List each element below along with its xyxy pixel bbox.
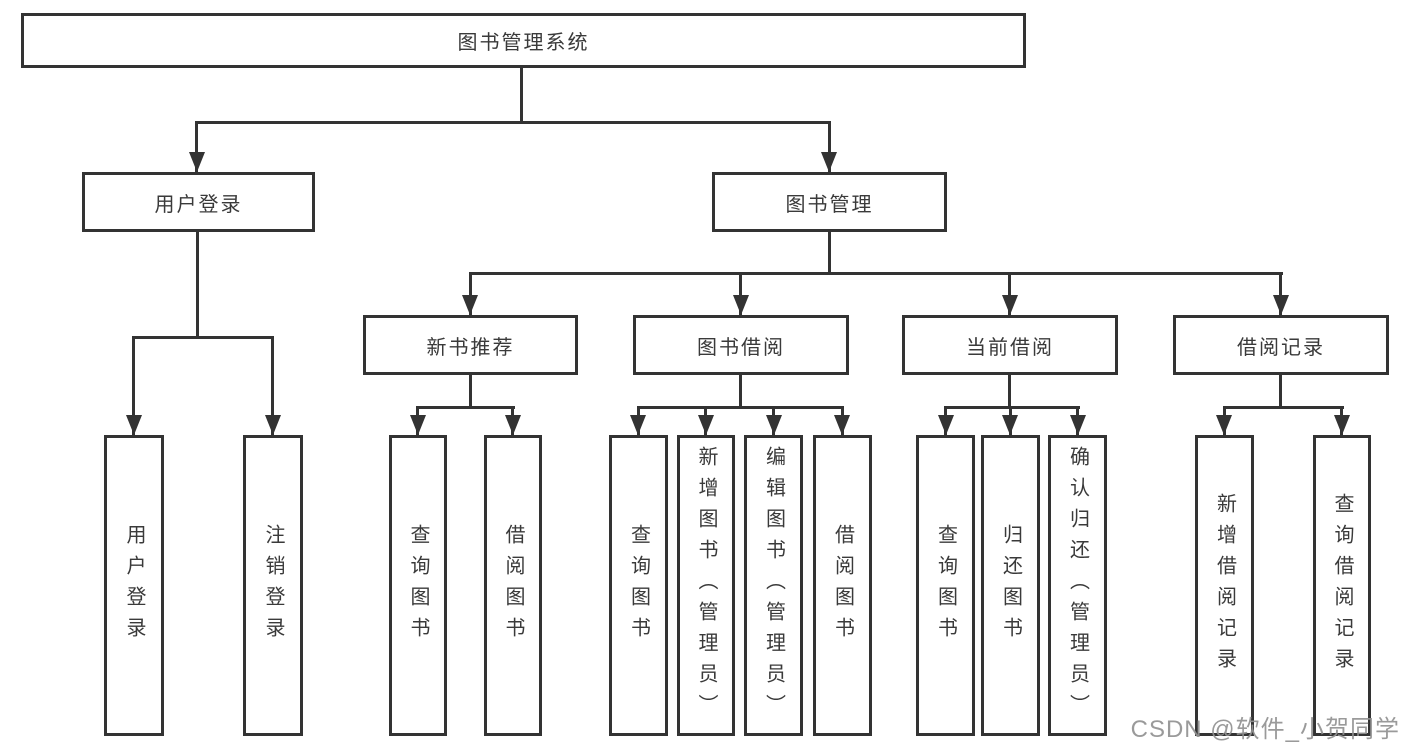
connector-line — [1223, 406, 1344, 409]
node-book-mgmt-label: 图书管理 — [785, 193, 874, 216]
arrow-down-icon — [821, 152, 837, 172]
node-borrow-edit-leaf-label: 编辑图书（管理员） — [762, 446, 785, 725]
connector-line — [132, 336, 135, 435]
node-book-mgmt: 图书管理 — [712, 172, 947, 232]
arrow-down-icon — [938, 415, 954, 435]
node-module-current-borrow: 当前借阅 — [902, 315, 1118, 375]
arrow-down-icon — [410, 415, 426, 435]
connector-line — [1008, 375, 1011, 409]
node-current-confirm-leaf-label: 确认归还（管理员） — [1066, 446, 1089, 725]
node-record-add-leaf-label: 新增借阅记录 — [1213, 492, 1236, 679]
connector-line — [520, 68, 523, 121]
node-record-add-leaf: 新增借阅记录 — [1195, 435, 1254, 736]
node-newbook-borrow-leaf-label: 借阅图书 — [502, 523, 524, 648]
node-module-book-borrow: 图书借阅 — [633, 315, 849, 375]
connector-line — [195, 121, 831, 124]
node-borrow-add-leaf: 新增图书（管理员） — [677, 435, 735, 736]
node-user-login-label: 用户登录 — [154, 193, 243, 216]
node-current-return-leaf: 归还图书 — [981, 435, 1040, 736]
arrow-down-icon — [1273, 295, 1289, 315]
node-module-book-borrow-label: 图书借阅 — [697, 336, 785, 359]
node-newbook-query-leaf-label: 查询图书 — [407, 523, 429, 648]
node-current-query-leaf: 查询图书 — [916, 435, 975, 736]
node-record-query-leaf-label: 查询借阅记录 — [1331, 492, 1353, 679]
connector-line — [828, 232, 831, 272]
arrow-down-icon — [189, 152, 205, 172]
connector-line — [828, 121, 831, 172]
connector-line — [132, 336, 274, 339]
node-borrow-edit-leaf: 编辑图书（管理员） — [744, 435, 803, 736]
node-current-confirm-leaf: 确认归还（管理员） — [1048, 435, 1107, 736]
node-module-new-book: 新书推荐 — [363, 315, 578, 375]
arrow-down-icon — [1070, 415, 1086, 435]
arrow-down-icon — [630, 415, 646, 435]
arrow-down-icon — [1334, 415, 1350, 435]
node-user-login-leaf: 用户登录 — [104, 435, 164, 736]
node-borrow-add-leaf-label: 新增图书（管理员） — [695, 446, 717, 725]
arrow-down-icon — [265, 415, 281, 435]
node-root: 图书管理系统 — [21, 13, 1026, 68]
connector-line — [944, 406, 1080, 409]
connector-line — [416, 406, 515, 409]
arrow-down-icon — [834, 415, 850, 435]
connector-line — [1279, 375, 1282, 409]
node-current-return-leaf-label: 归还图书 — [999, 523, 1022, 648]
node-logout-leaf-label: 注销登录 — [262, 523, 284, 648]
node-borrow-borrow-leaf-label: 借阅图书 — [831, 523, 854, 648]
csdn-watermark: CSDN @软件_小贺同学 — [1130, 716, 1400, 743]
arrow-down-icon — [733, 295, 749, 315]
node-module-current-borrow-label: 当前借阅 — [966, 336, 1054, 359]
connector-line — [469, 272, 1283, 275]
node-user-login: 用户登录 — [82, 172, 315, 232]
connector-line — [739, 272, 742, 315]
connector-line — [739, 375, 742, 409]
connector-line — [271, 336, 274, 435]
arrow-down-icon — [766, 415, 782, 435]
node-borrow-borrow-leaf: 借阅图书 — [813, 435, 872, 736]
connector-line — [469, 272, 472, 315]
arrow-down-icon — [505, 415, 521, 435]
connector-line — [195, 121, 198, 172]
arrow-down-icon — [462, 295, 478, 315]
arrow-down-icon — [1216, 415, 1232, 435]
node-module-borrow-record: 借阅记录 — [1173, 315, 1389, 375]
node-borrow-query-leaf-label: 查询图书 — [627, 523, 650, 648]
node-logout-leaf: 注销登录 — [243, 435, 303, 736]
connector-line — [1008, 272, 1011, 315]
node-record-query-leaf: 查询借阅记录 — [1313, 435, 1371, 736]
node-module-borrow-record-label: 借阅记录 — [1237, 336, 1325, 359]
connector-line — [469, 375, 472, 409]
arrow-down-icon — [1002, 295, 1018, 315]
node-borrow-query-leaf: 查询图书 — [609, 435, 668, 736]
arrow-down-icon — [1002, 415, 1018, 435]
node-root-label: 图书管理系统 — [457, 32, 590, 54]
connector-line — [637, 406, 844, 409]
arrow-down-icon — [698, 415, 714, 435]
node-newbook-query-leaf: 查询图书 — [389, 435, 447, 736]
node-user-login-leaf-label: 用户登录 — [123, 523, 145, 648]
node-module-new-book-label: 新书推荐 — [426, 336, 515, 359]
node-newbook-borrow-leaf: 借阅图书 — [484, 435, 542, 736]
connector-line — [196, 232, 199, 339]
connector-line — [1279, 272, 1282, 315]
node-current-query-leaf-label: 查询图书 — [934, 523, 957, 648]
arrow-down-icon — [126, 415, 142, 435]
